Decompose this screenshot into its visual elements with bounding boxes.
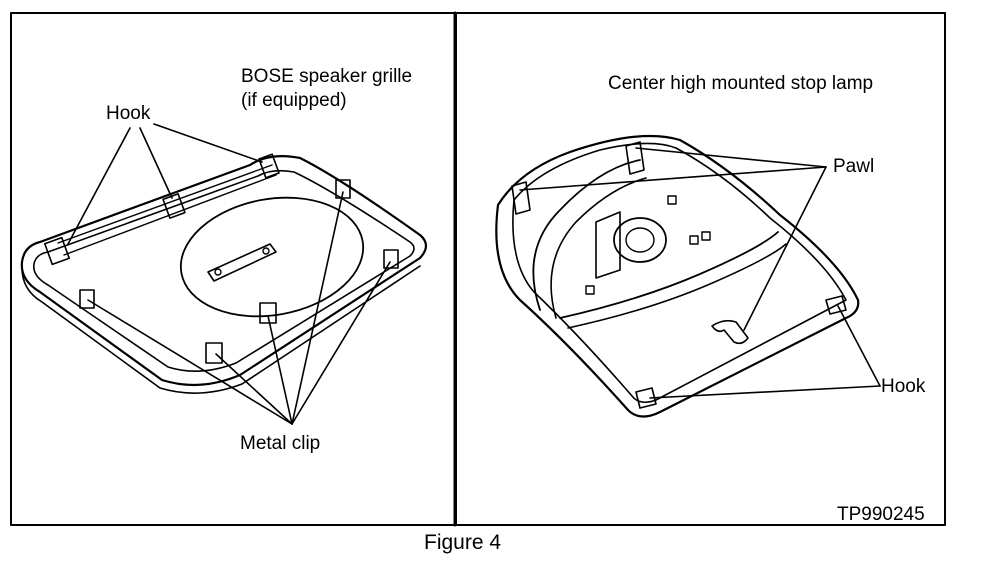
hook-leader-lines-right xyxy=(649,305,881,399)
figure-code: TP990245 xyxy=(837,504,925,525)
grille-title-line1: BOSE speaker grille xyxy=(241,66,413,87)
figure-caption: Figure 4 xyxy=(424,531,502,554)
metal-clip-label: Metal clip xyxy=(240,433,321,454)
hook-label-right: Hook xyxy=(881,376,926,397)
hook-leader-lines-left xyxy=(67,123,263,245)
grille-title-line2: (if equipped) xyxy=(241,90,347,111)
metal-clip-leader-lines xyxy=(87,191,391,425)
stop-lamp-title: Center high mounted stop lamp xyxy=(608,73,874,94)
hook-label-left: Hook xyxy=(106,103,151,124)
pawl-leader-lines xyxy=(519,147,827,331)
stop-lamp-drawing xyxy=(495,134,860,418)
pawl-label: Pawl xyxy=(833,156,875,177)
speaker-grille-drawing xyxy=(20,153,428,394)
